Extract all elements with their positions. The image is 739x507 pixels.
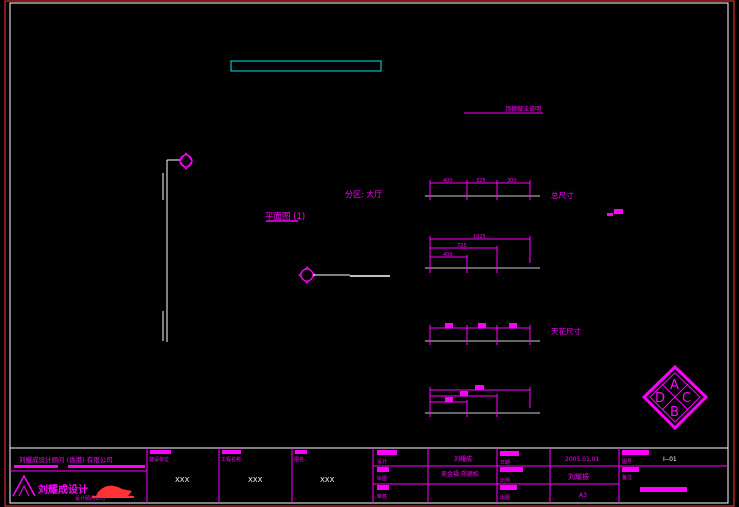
sheet-inner-border <box>9 2 729 504</box>
approver-name: 刘耀振 <box>568 472 589 481</box>
dim-1-a: 400 <box>443 178 453 184</box>
zone-label: 分区: 大厅 <box>345 189 382 199</box>
sheet-no-label: 图号 <box>622 459 632 465</box>
date-label: 日期 <box>500 460 510 466</box>
dim-1-b: 325 <box>476 178 486 184</box>
signoff-design-label: 设计 <box>377 458 387 465</box>
company-name: 刘耀成设计顾问 (香港) 有限公司 <box>19 455 113 464</box>
cell-3-label: 图名 <box>294 456 304 463</box>
total-size-label: 总尺寸 <box>551 190 574 200</box>
note-top: 顶棚做法说明 <box>505 105 541 113</box>
compass-d: D <box>655 391 665 406</box>
cell-1-label: 建设单位 <box>149 456 169 463</box>
small-block-marker <box>614 209 623 214</box>
dim-1-c: 300 <box>507 178 517 184</box>
compass-a: A <box>670 378 679 393</box>
cell-2-value: XXX <box>248 476 263 484</box>
dimension-group-2: 1025 725 400 <box>425 234 540 273</box>
signoff-draw-label: 绘图 <box>377 475 387 482</box>
dimension-group-1: 400 325 300 <box>425 178 540 200</box>
compass-b: B <box>670 405 679 420</box>
dim-2-b: 725 <box>457 243 467 249</box>
title-cyan-box <box>230 60 382 72</box>
scale-label: 比例 <box>500 477 510 484</box>
logo-sub: 设计顾问公司 <box>75 495 105 502</box>
sheet-no-value: I--01 <box>663 456 677 463</box>
signoff-review-label: 审核 <box>377 493 387 500</box>
direction-compass: A D C B <box>641 364 709 431</box>
dim-2-a: 1025 <box>473 234 486 240</box>
dimension-group-3 <box>425 323 540 345</box>
dim-2-c: 400 <box>443 252 453 258</box>
issue-label: 出图 <box>500 494 510 501</box>
cell-1-value: XXX <box>175 476 190 484</box>
section-marker-left <box>162 152 193 342</box>
date-value: 2005.01.01 <box>565 456 600 463</box>
logo-text: 刘耀成设计 <box>38 483 88 496</box>
sheet-size: A3 <box>579 492 587 499</box>
section-marker-middle <box>298 266 390 284</box>
sheet-outer-border <box>4 0 735 507</box>
company-logo: 刘耀成设计 设计顾问公司 <box>12 474 134 502</box>
small-block-marker-2 <box>607 213 613 216</box>
title-block: 刘耀成设计顾问 (香港) 有限公司 刘耀成设计 设计顾问公司 建设单位 XXX … <box>10 447 728 503</box>
compass-c: C <box>682 391 691 406</box>
reviewer-names: 吴金福 郑德松 <box>441 470 479 478</box>
cell-2-label: 工程名称 <box>221 456 241 463</box>
cell-3-value: XXX <box>320 476 335 484</box>
dimension-group-4 <box>425 385 540 417</box>
remark-label: 备注 <box>622 474 632 481</box>
designer-name: 刘耀成 <box>454 455 472 463</box>
plan-title: 平面图 (1) <box>265 212 305 222</box>
ceiling-size-label: 天花尺寸 <box>551 326 581 336</box>
